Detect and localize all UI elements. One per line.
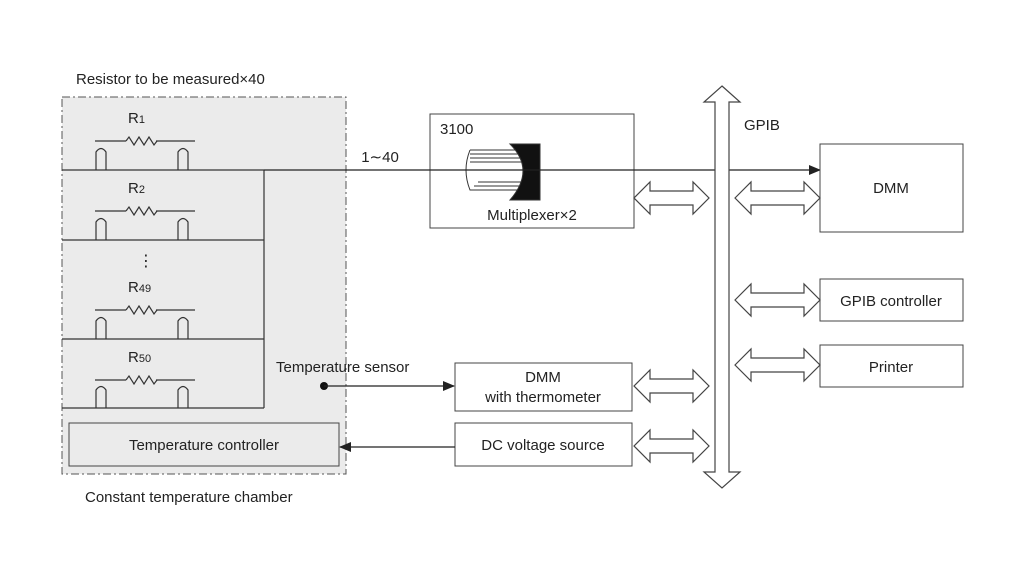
resistor-label-r1: R1 [128,110,145,127]
bus-arrow-dmm-thermometer [633,368,710,404]
resistor-label-r49: R49 [128,279,151,296]
gpib-controller-box [819,278,964,322]
temperature-sensor-label: Temperature sensor [276,359,409,376]
multiplexer-switch-icon [465,143,541,201]
resistor-network [62,135,265,409]
dc-voltage-source-box [454,422,633,467]
printer-box [819,344,964,388]
dc-voltage-source-label: DC voltage source [481,437,604,454]
dmm-label: DMM [873,180,909,197]
gpib-label: GPIB [744,117,780,134]
resistor-r2 [95,205,195,240]
bus-arrow-printer [734,347,821,383]
temperature-chamber [61,96,347,475]
resistor-r50 [95,374,195,408]
resistor-r1 [95,135,195,170]
resistor-ellipsis: ⋮ [138,253,154,270]
dmm-thermometer-line2: with thermometer [484,389,601,406]
printer-label: Printer [869,359,913,376]
dmm-box [819,143,964,233]
dmm-thermometer-box [454,362,633,412]
bus-arrow-gpib-controller [734,282,821,318]
chamber-caption: Constant temperature chamber [85,489,293,506]
bus-arrow-dmm [734,180,821,216]
chamber-title: Resistor to be measured×40 [76,71,265,88]
gpib-bus [702,85,742,489]
dmm-thermometer-line1: DMM [525,369,561,386]
resistor-label-r2: R2 [128,180,145,197]
multiplexer-label: Multiplexer×2 [487,207,577,224]
bus-arrow-dc-source [633,428,710,464]
channel-label: 1∼40 [361,149,399,166]
resistor-r49 [95,304,195,339]
temperature-controller-box [68,422,340,467]
multiplexer-model: 3100 [440,121,473,138]
bus-arrow-multiplexer [633,180,710,216]
temperature-controller-label: Temperature controller [129,437,279,454]
gpib-controller-label: GPIB controller [840,293,942,310]
resistor-label-r50: R50 [128,349,151,366]
